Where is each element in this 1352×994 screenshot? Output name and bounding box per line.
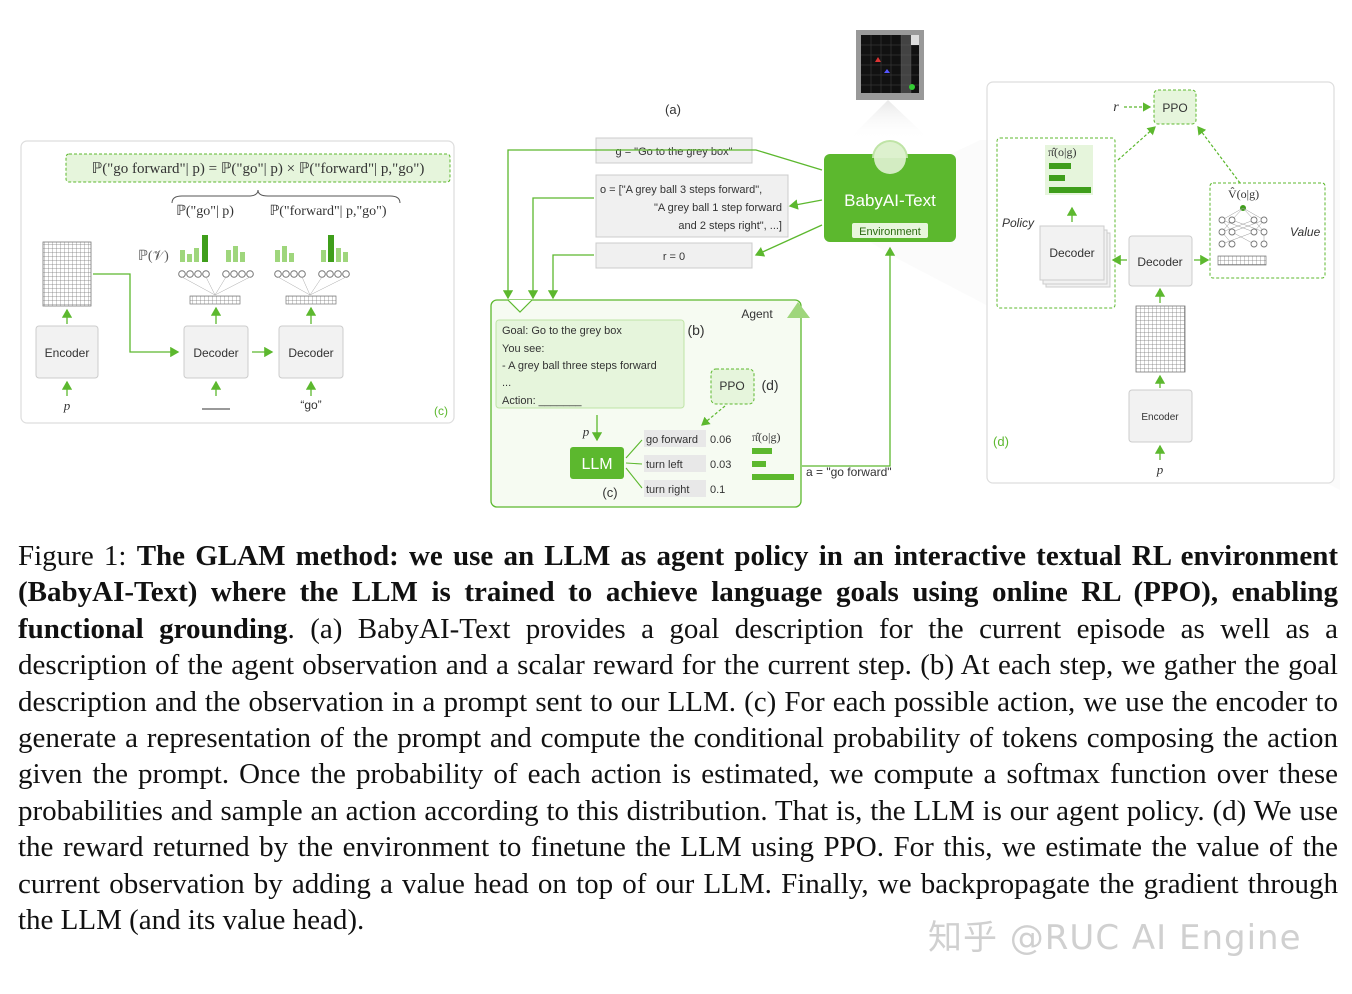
right-panel: r PPO π̂(o|g) Policy Decoder Decoder V̂(… bbox=[986, 81, 1335, 484]
right-policy: Policy bbox=[1002, 216, 1035, 230]
agent-p: p bbox=[582, 424, 590, 439]
left-decoder-box-1: Decoder bbox=[193, 346, 238, 360]
policy-label-center: π̂(o|g) bbox=[752, 430, 780, 444]
label-b: (b) bbox=[687, 322, 704, 338]
obs-line-1: o = ["A grey ball 3 steps forward", bbox=[600, 184, 762, 196]
agent-ppo-box: PPO bbox=[719, 379, 744, 393]
caption-rest: . (a) BabyAI-Text provides a goal descri… bbox=[18, 612, 1338, 937]
action-name-2: turn right bbox=[646, 484, 689, 496]
left-input-go: “go” bbox=[300, 398, 321, 412]
agent-label: Agent bbox=[741, 307, 773, 321]
right-pi: π̂(o|g) bbox=[1048, 145, 1076, 159]
right-value: Value bbox=[1290, 225, 1321, 239]
llm-box: LLM bbox=[581, 456, 612, 473]
watermark: 知乎 @RUC AI Engine bbox=[928, 918, 1302, 958]
gridworld-thumbnail bbox=[856, 30, 924, 100]
encoder-representation-grid bbox=[42, 241, 92, 307]
caption-bold: The GLAM method: we use an LLM as agent … bbox=[18, 540, 1338, 645]
action-name-1: turn left bbox=[646, 459, 683, 471]
obs-line-2: "A grey ball 1 step forward bbox=[654, 202, 782, 214]
label-d: (d) bbox=[761, 377, 778, 393]
left-input-p: p bbox=[63, 398, 71, 413]
caption-prefix: Figure 1: bbox=[18, 540, 137, 572]
value-head-network bbox=[1218, 207, 1268, 248]
prompt-line-2: You see: bbox=[502, 343, 544, 355]
prompt-line-3: - A grey ball three steps forward bbox=[502, 360, 657, 372]
formula: ℙ("go forward"| p) = ℙ("go"| p) × ℙ("for… bbox=[92, 161, 425, 177]
prompt-line-4: ... bbox=[502, 377, 511, 389]
action-name-0: go forward bbox=[646, 434, 698, 446]
env-subtitle: Environment bbox=[859, 226, 921, 238]
obs-line-3: and 2 steps right", ...] bbox=[678, 220, 782, 232]
prompt-line-1: Goal: Go to the grey box bbox=[502, 325, 622, 337]
right-r: r bbox=[1113, 100, 1119, 115]
action-prob-1: 0.03 bbox=[710, 459, 731, 471]
label-a: (a) bbox=[665, 102, 681, 117]
brace-left-label: ℙ("go"| p) bbox=[176, 204, 234, 219]
histogram-go bbox=[180, 235, 245, 262]
label-c: (c) bbox=[602, 485, 617, 500]
softmax-nodes-left bbox=[178, 270, 350, 278]
right-ppo-box: PPO bbox=[1162, 101, 1187, 115]
reward-box: r = 0 bbox=[663, 251, 685, 263]
right-representation-grid bbox=[1135, 305, 1186, 373]
left-panel-label: (c) bbox=[434, 404, 448, 418]
figure-caption: Figure 1: The GLAM method: we use an LLM… bbox=[18, 538, 1338, 938]
prompt-line-5: Action: _______ bbox=[502, 395, 582, 407]
goal-box: g = "Go to the grey box" bbox=[616, 146, 733, 158]
left-decoder-box-2: Decoder bbox=[288, 346, 333, 360]
right-v: V̂(o|g) bbox=[1228, 187, 1259, 201]
env-title: BabyAI-Text bbox=[844, 191, 936, 210]
right-policy-decoder: Decoder bbox=[1049, 246, 1094, 260]
action-output: a = "go forward" bbox=[806, 465, 892, 479]
left-encoder-box: Encoder bbox=[45, 346, 90, 360]
action-prob-2: 0.1 bbox=[710, 484, 725, 496]
histogram-forward bbox=[275, 235, 348, 262]
right-main-decoder: Decoder bbox=[1137, 255, 1182, 269]
figure-diagram: ℙ("go forward"| p) = ℙ("go"| p) × ℙ("for… bbox=[20, 30, 1335, 508]
prob-vocab-label: ℙ(𝒱) bbox=[138, 249, 169, 264]
right-panel-label: (d) bbox=[993, 434, 1009, 449]
right-encoder: Encoder bbox=[1141, 412, 1179, 423]
action-prob-0: 0.06 bbox=[710, 434, 731, 446]
left-panel: ℙ("go forward"| p) = ℙ("go"| p) × ℙ("for… bbox=[20, 140, 455, 424]
brace-right-label: ℙ("forward"| p,"go") bbox=[269, 204, 386, 219]
right-p: p bbox=[1156, 462, 1164, 477]
